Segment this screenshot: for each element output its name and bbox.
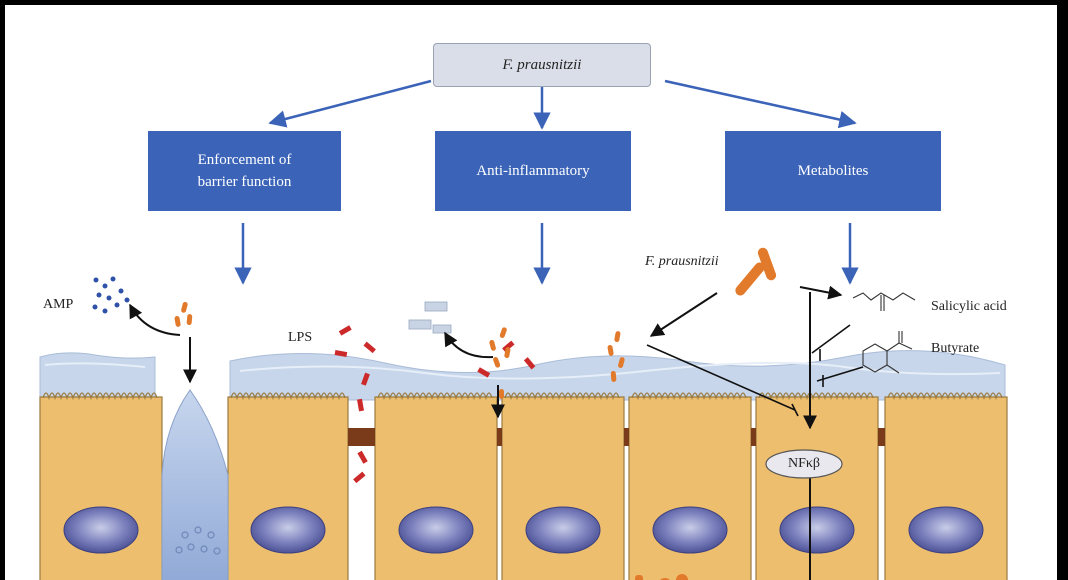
category-anti-inflammatory-label: Anti-inflammatory: [476, 163, 590, 179]
root-label: F. prausnitzii: [502, 56, 582, 73]
category-barrier-function: Enforcement of barrier function: [148, 131, 341, 211]
hierarchy-arrows: [234, 79, 859, 285]
butyrate-structure: [862, 331, 913, 374]
diagram-graphics: [39, 79, 1008, 580]
lps-fragments: [334, 325, 536, 484]
mucus-layer: [39, 350, 1006, 401]
category-metabolites: Metabolites: [725, 131, 941, 211]
amp-molecules: [92, 276, 130, 314]
bacterium-label: F. prausnitzii: [645, 254, 719, 269]
nuclei: [63, 506, 984, 554]
lps-label: LPS: [288, 330, 313, 345]
microvilli: [42, 392, 1003, 401]
released-molecules: [408, 301, 452, 334]
tight-junctions: [348, 428, 885, 446]
butyrate-label: Butyrate: [931, 341, 980, 356]
bacteria-large: [735, 247, 777, 296]
inhibition-lines: [646, 324, 864, 417]
salicylic-acid-label: Salicylic acid: [931, 299, 1007, 314]
category-anti-inflammatory: Anti-inflammatory: [435, 131, 631, 211]
root-node: F. prausnitzii: [433, 43, 651, 87]
category-barrier-text: Enforcement of barrier function: [198, 149, 292, 193]
salicylic-acid-structure: [852, 292, 916, 311]
nfkb-label: NFκβ: [787, 456, 821, 471]
pathway-arrows: [129, 285, 843, 580]
nfkb-node: [765, 449, 843, 479]
goblet-granules: [175, 526, 221, 555]
category-barrier-line1: Enforcement of: [197, 152, 292, 168]
epithelial-cells: [39, 396, 1008, 580]
goblet-cell: [161, 389, 229, 580]
category-barrier-line2: barrier function: [197, 174, 292, 190]
amp-label: AMP: [43, 297, 74, 312]
diagram-canvas: F. prausnitzii Enforcement of barrier fu…: [5, 5, 1057, 580]
category-metabolites-label: Metabolites: [797, 163, 869, 179]
bacteria-small: [174, 301, 625, 399]
